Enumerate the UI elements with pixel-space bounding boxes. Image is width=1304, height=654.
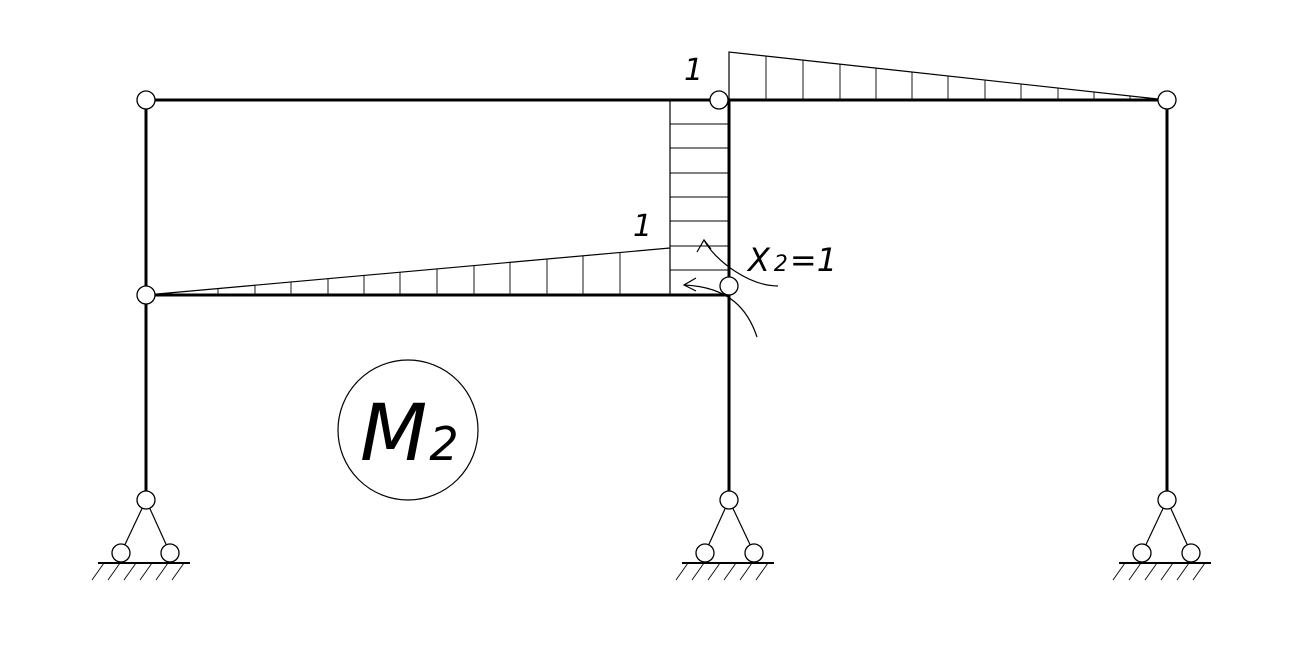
support-left [91, 490, 190, 581]
unit-load-symbol: X [746, 241, 771, 279]
unit-moment-arrows [682, 238, 779, 338]
moment-epure-lower-left-beam [145, 247, 671, 296]
diagram-title-subscript: 2 [429, 417, 458, 471]
hinge-top-right [1157, 90, 1177, 110]
diagram-title-symbol: M [360, 389, 427, 479]
unit-load-subscript: 2 [774, 252, 788, 277]
unit-load-value: =1 [790, 241, 837, 279]
title-circle [337, 359, 479, 501]
support-middle [675, 490, 774, 581]
hinge-mid-middle [719, 276, 739, 296]
support-right [1112, 490, 1211, 581]
hinge-top-left [136, 90, 156, 110]
moment-epure-upper-right-beam [728, 51, 1168, 101]
diagram-title-badge: M2 [337, 359, 479, 501]
frame-hinges [136, 90, 1177, 305]
moment-value-label-mid: 1 [633, 209, 652, 244]
diagram-title: M2 [360, 389, 459, 479]
moment-value-label-top: 1 [684, 53, 703, 88]
hinge-top-middle [709, 90, 729, 110]
frame-members [144, 98, 1169, 502]
hinge-mid-left [136, 285, 156, 305]
moment-epure-middle-column [669, 99, 730, 296]
